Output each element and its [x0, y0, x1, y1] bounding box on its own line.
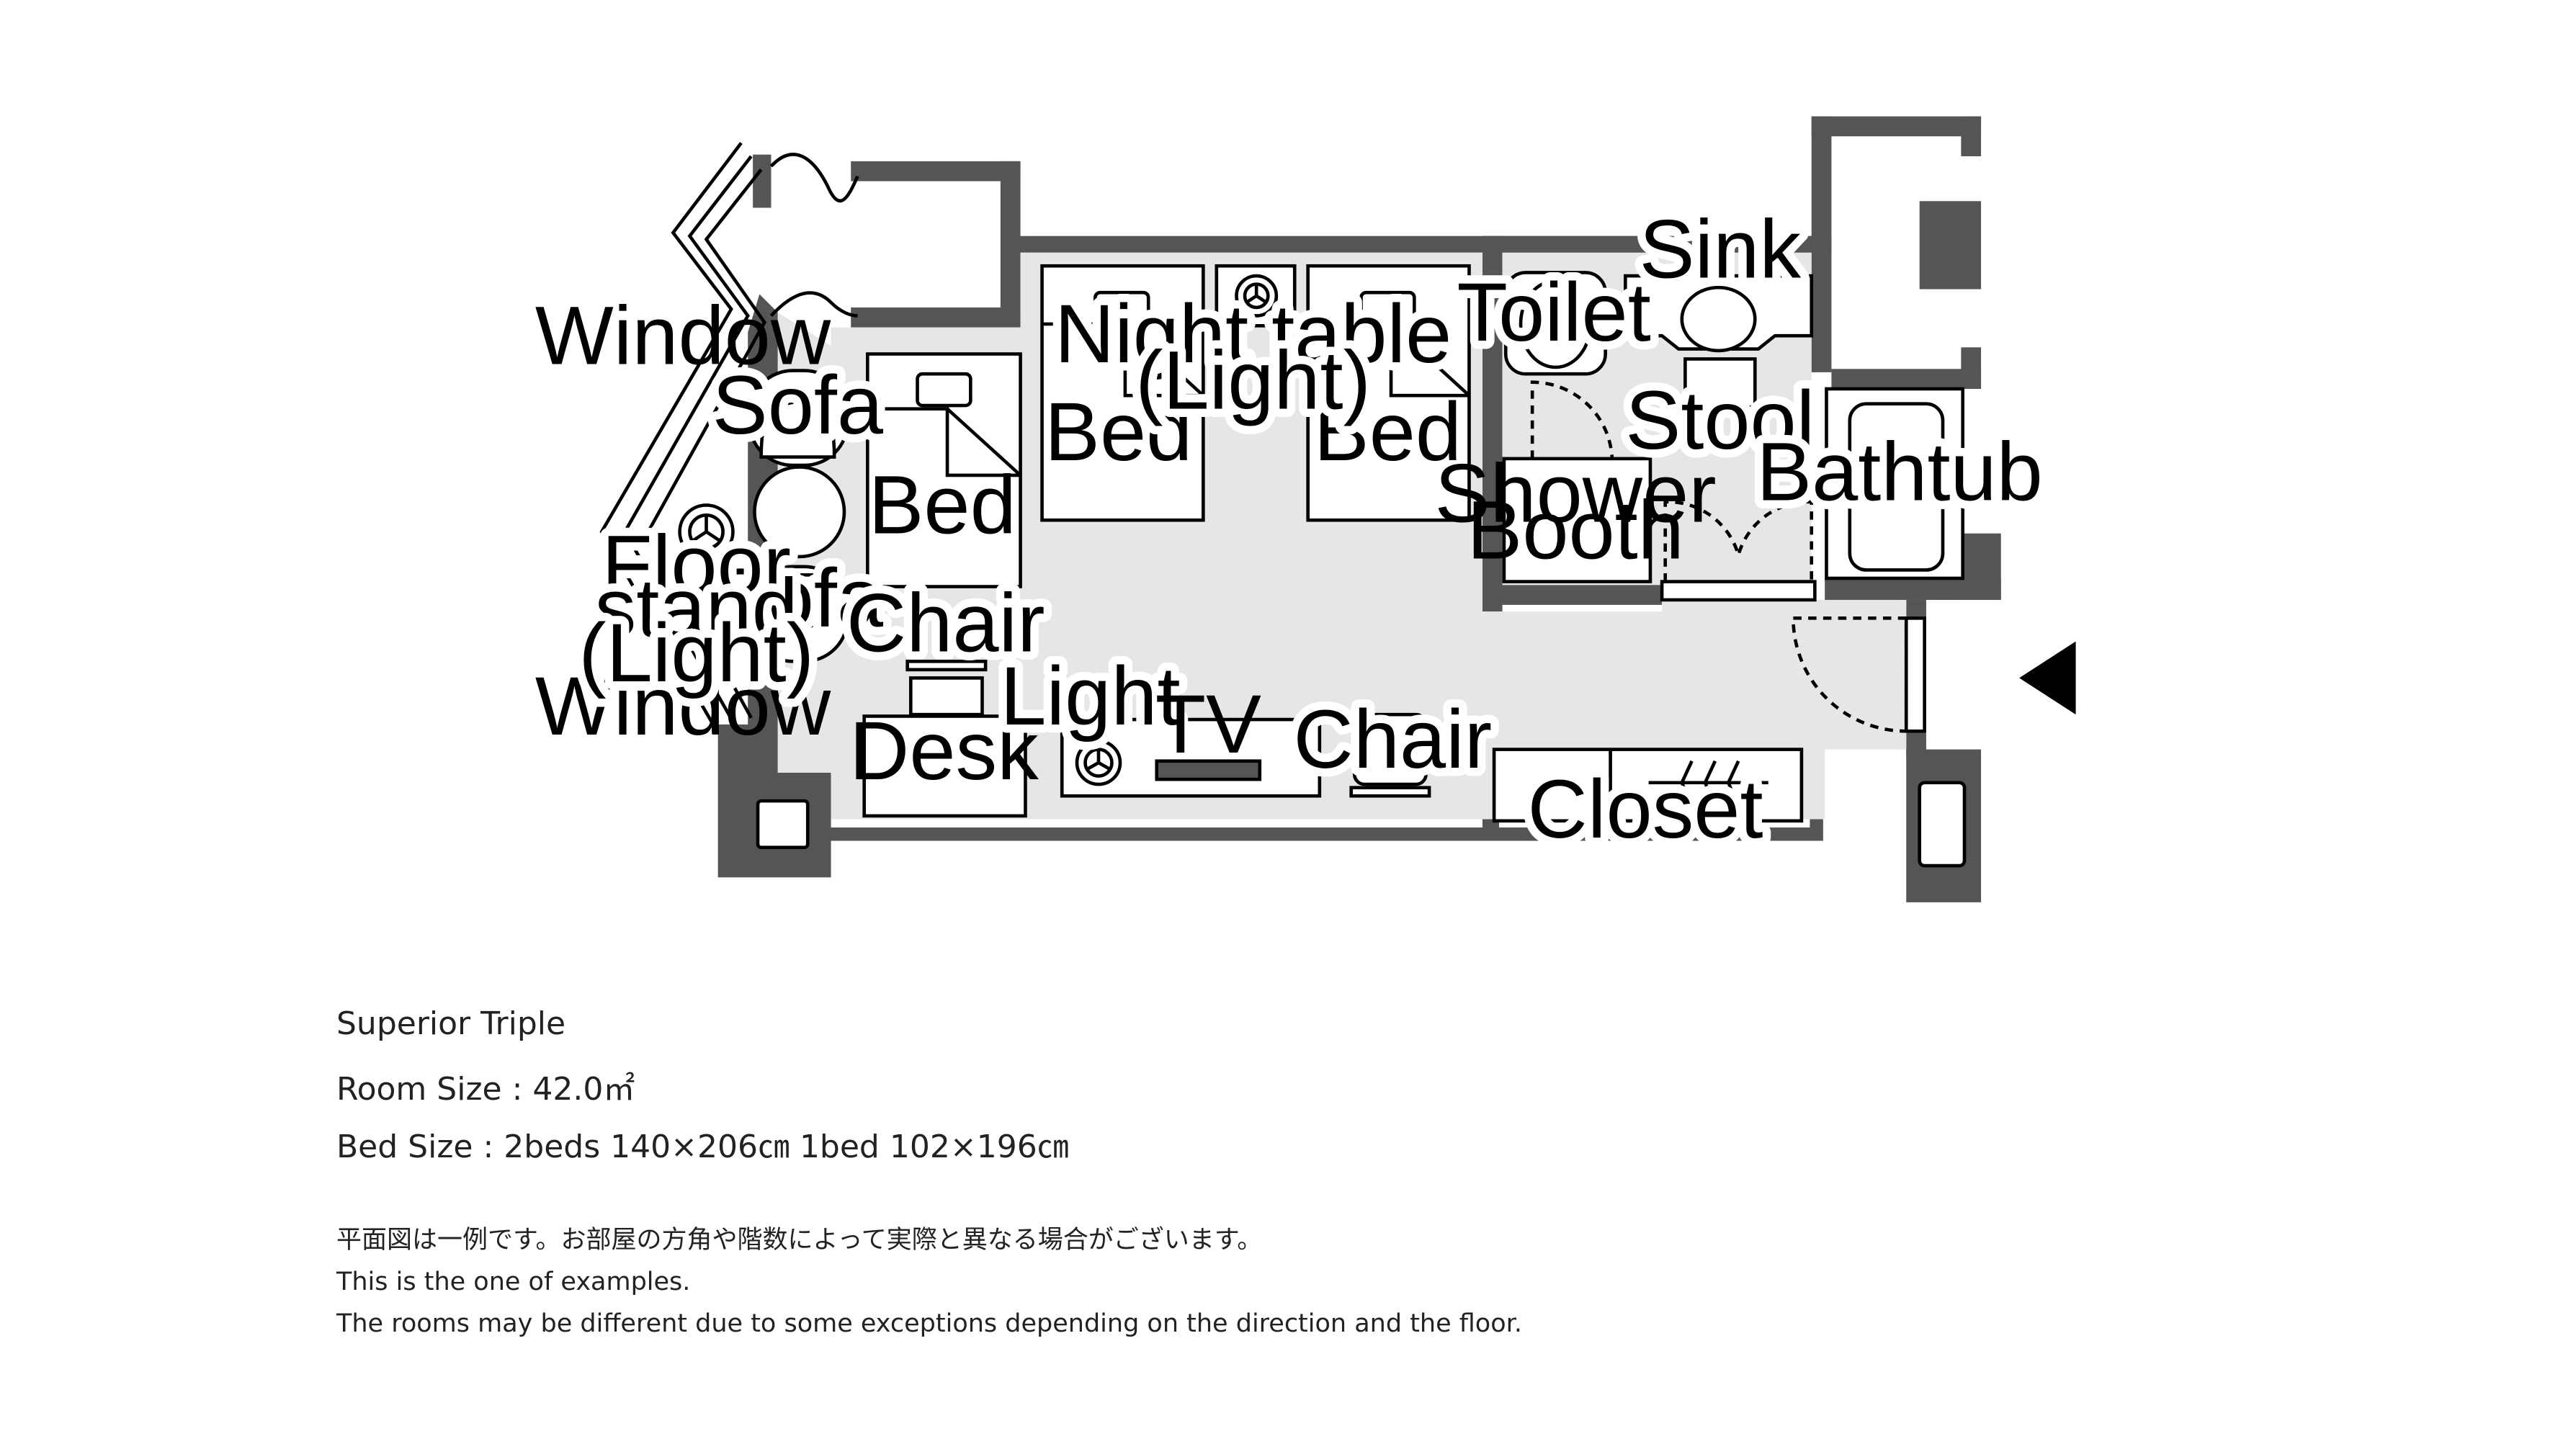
label-floor-stand-3: (Light) [578, 607, 814, 699]
window-glazing [599, 142, 766, 734]
label-closet: Closet [1528, 763, 1763, 856]
label-shower-2: Booth [1467, 484, 1683, 576]
closet [1492, 748, 1804, 823]
label-toilet: Toilet [1457, 266, 1650, 359]
tv-screen [1155, 759, 1262, 781]
label-bed-left: Bed [869, 459, 1016, 552]
entrance-arrow-icon [2019, 641, 2076, 715]
label-night-table-1: Night table [1055, 288, 1452, 380]
plan-labels: Window Window Sofa Sofa Floor stand (Lig… [535, 195, 2051, 864]
night-table [1215, 264, 1297, 328]
label-window-top: Window [535, 290, 831, 382]
label-desk: Desk [849, 705, 1039, 797]
label-tv: TV [1155, 678, 1261, 771]
floor-stand-lamp [678, 503, 735, 560]
note-japanese: 平面図は一例です。お部屋の方角や階数によって実際と異なる場合がございます。 [336, 1226, 1263, 1255]
label-bed-right: Bed [1314, 386, 1462, 478]
desk-chair [905, 660, 988, 717]
label-chair-right: Chair [1294, 694, 1493, 786]
coffee-table [753, 465, 846, 559]
note-english-2: The rooms may be different due to some e… [336, 1309, 1522, 1338]
stool [1683, 357, 1757, 409]
label-window-bottom: Window [535, 660, 831, 753]
sofa-bottom [748, 565, 849, 663]
building-columns [756, 781, 1967, 868]
bed-size: Bed Size : 2beds 140×206㎝ 1bed 102×196㎝ [336, 1129, 1069, 1165]
sofa-group [748, 369, 849, 663]
label-light: Light [1000, 650, 1180, 743]
note-english-1: This is the one of examples. [336, 1268, 691, 1296]
toilet [1503, 271, 1607, 376]
tv-console [1060, 717, 1322, 798]
room-name: Superior Triple [336, 1005, 566, 1042]
sink [1624, 274, 1814, 353]
right-chair [1349, 712, 1431, 798]
label-sofa-bottom: Sofa [712, 552, 884, 645]
room-size: Room Size : 42.0㎡ [336, 1071, 635, 1108]
label-floor-stand-1: Floor [601, 519, 791, 611]
bed-middle [1040, 264, 1205, 522]
shower-booth [1502, 380, 1653, 583]
desk [862, 714, 1027, 818]
label-bathtub: Bathtub [1756, 426, 2043, 519]
label-chair-desk: Chair [846, 577, 1045, 669]
bathtub [1825, 387, 1964, 580]
label-night-table-2: (Light) [1135, 335, 1371, 427]
label-floor-stand-2: stand [595, 562, 798, 655]
entry-door [1792, 616, 1908, 733]
label-sofa-top: Sofa [712, 359, 884, 452]
curtain [769, 153, 859, 318]
bed-left [865, 352, 1022, 588]
label-sink: Sink [1640, 203, 1802, 295]
entry-door-leaf [1904, 616, 1926, 733]
label-shower-1: Shower [1435, 448, 1717, 540]
bathroom-door [1660, 500, 1817, 602]
walls [717, 116, 2001, 902]
sofa-top [748, 369, 849, 467]
label-bed-middle: Bed [1045, 386, 1192, 478]
label-stool: Stool [1625, 374, 1815, 467]
bed-right [1306, 264, 1471, 522]
